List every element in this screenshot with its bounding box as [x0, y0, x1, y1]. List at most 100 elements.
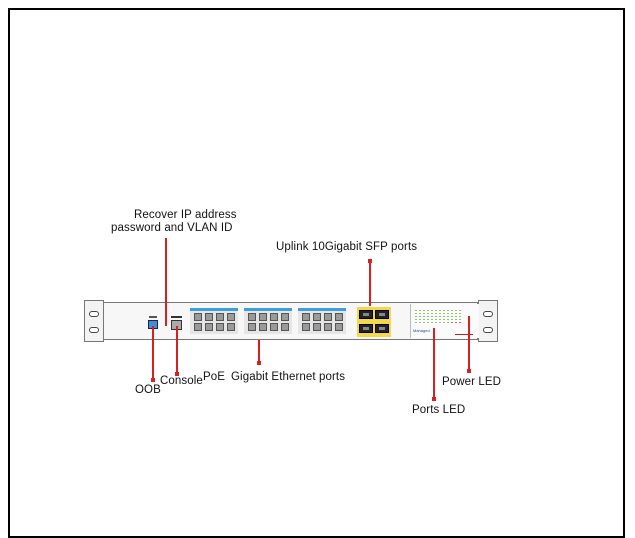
port-led — [459, 313, 461, 314]
power-led-leader-end — [467, 369, 471, 373]
port-led — [439, 322, 441, 323]
port-led — [419, 313, 421, 314]
console-recover-leader — [165, 238, 167, 326]
panel-brand: Managed — [413, 328, 430, 333]
port-led — [427, 313, 429, 314]
port-led — [439, 316, 441, 317]
port-led — [455, 313, 457, 314]
ethernet-port — [259, 313, 267, 321]
ethernet-port — [281, 323, 289, 331]
ethernet-port — [302, 323, 310, 331]
port-led — [439, 310, 441, 311]
ethernet-port — [205, 313, 213, 321]
port-led — [419, 316, 421, 317]
switch-chassis: Managed — [103, 302, 479, 340]
port-led — [459, 310, 461, 311]
port-led — [443, 310, 445, 311]
ethernet-port — [248, 313, 256, 321]
port-led — [427, 310, 429, 311]
port-led — [447, 319, 449, 320]
oob-label: OOB — [135, 384, 161, 396]
port-led — [423, 319, 425, 320]
port-led — [427, 322, 429, 323]
led-panel: Managed — [410, 304, 479, 338]
left-ear-top-slot — [89, 311, 99, 317]
port-led — [419, 322, 421, 323]
port-led — [423, 310, 425, 311]
port-led — [435, 316, 437, 317]
port-led — [435, 313, 437, 314]
recover-label-line1: Recover IP address — [134, 209, 237, 221]
port-led — [435, 319, 437, 320]
port-led — [447, 313, 449, 314]
port-led — [431, 322, 433, 323]
ethernet-port — [335, 313, 343, 321]
port-led — [451, 313, 453, 314]
uplink-label: Uplink 10Gigabit SFP ports — [276, 241, 418, 253]
ethernet-port — [227, 323, 235, 331]
console-leader — [176, 326, 178, 376]
ethernet-port — [227, 313, 235, 321]
port-led — [443, 322, 445, 323]
port-led — [423, 313, 425, 314]
left-ear-bottom-slot — [89, 327, 99, 333]
port-led — [455, 316, 457, 317]
oob-leader-end — [151, 378, 155, 382]
port-led — [415, 310, 417, 311]
right-rack-ear — [478, 300, 498, 342]
port-led — [455, 310, 457, 311]
port-led — [451, 322, 453, 323]
port-led — [455, 322, 457, 323]
port-led — [427, 316, 429, 317]
port-led — [415, 322, 417, 323]
ethernet-port — [216, 323, 224, 331]
right-ear-bottom-slot — [483, 327, 493, 333]
console-port-marker — [171, 316, 182, 318]
sfp-port-4 — [375, 324, 389, 333]
ethernet-port — [270, 323, 278, 331]
port-led — [443, 316, 445, 317]
oob-port-marker — [149, 316, 157, 318]
ethernet-port — [281, 313, 289, 321]
port-led — [447, 310, 449, 311]
port-led — [415, 319, 417, 320]
port-led — [435, 322, 437, 323]
port-led — [423, 322, 425, 323]
port-led — [431, 313, 433, 314]
ports-led-label: Ports LED — [412, 404, 466, 416]
ethernet-port — [335, 323, 343, 331]
ethernet-port — [248, 323, 256, 331]
port-led — [451, 310, 453, 311]
ethernet-port — [324, 313, 332, 321]
console-leader-end — [175, 372, 179, 376]
port-led — [455, 319, 457, 320]
port-led — [459, 316, 461, 317]
sfp-port-3 — [359, 324, 373, 333]
port-led — [439, 313, 441, 314]
ethernet-port — [270, 313, 278, 321]
power-led-label: Power LED — [442, 376, 502, 388]
port-led — [419, 319, 421, 320]
port-led — [427, 319, 429, 320]
power-led-leader — [468, 316, 470, 372]
ethernet-port — [194, 313, 202, 321]
ethernet-port — [259, 323, 267, 331]
uplink-leader-end — [368, 259, 372, 263]
port-led — [431, 310, 433, 311]
ethernet-port — [205, 323, 213, 331]
panel-logo — [455, 326, 473, 335]
port-led — [439, 319, 441, 320]
port-led — [415, 313, 417, 314]
port-led — [447, 316, 449, 317]
ethernet-port — [302, 313, 310, 321]
port-led — [459, 322, 461, 323]
ethernet-port — [216, 313, 224, 321]
uplink-leader — [369, 260, 371, 306]
port-led — [415, 316, 417, 317]
recover-label-line2: password and VLAN ID — [111, 222, 233, 234]
ports-led-leader-end — [432, 397, 436, 401]
port-led — [459, 319, 461, 320]
figure-frame — [8, 8, 625, 538]
sfp-port-2 — [375, 310, 389, 319]
port-led — [423, 316, 425, 317]
